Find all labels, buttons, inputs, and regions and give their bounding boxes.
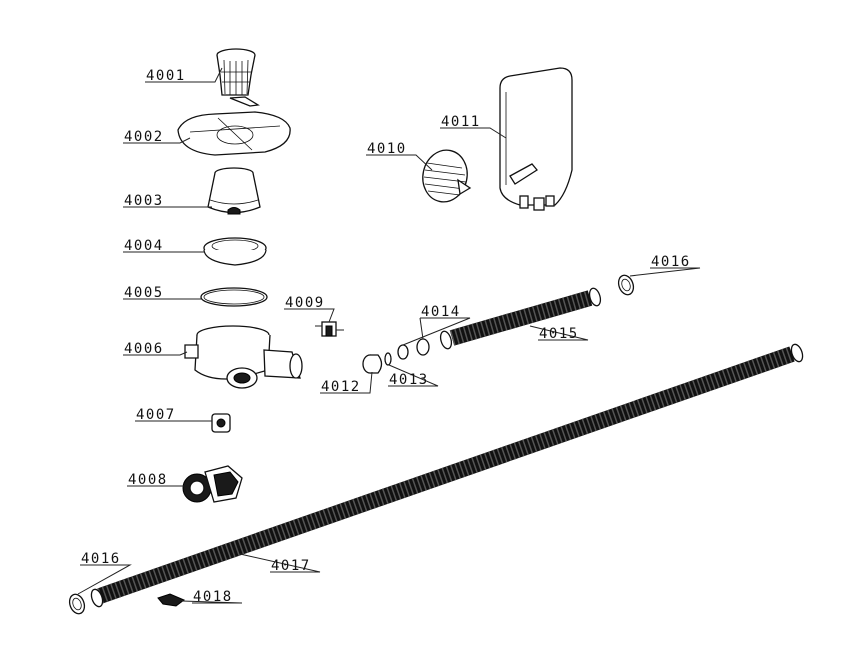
label-4018: 4018 xyxy=(193,589,233,605)
part-4011-tank xyxy=(499,67,573,211)
part-4015-hose xyxy=(439,287,602,350)
label-4013: 4013 xyxy=(389,372,429,388)
label-4009: 4009 xyxy=(285,295,325,311)
part-4005-seal xyxy=(200,287,268,307)
part-4001-filter xyxy=(216,48,260,107)
label-4010: 4010 xyxy=(367,141,407,157)
label-4016-top: 4016 xyxy=(651,254,691,270)
label-4016-bottom: 4016 xyxy=(81,551,121,567)
label-4011: 4011 xyxy=(441,114,481,130)
label-4003: 4003 xyxy=(124,193,164,209)
part-4013-ring xyxy=(384,352,392,366)
label-4001: 4001 xyxy=(146,68,186,84)
part-4009-valve xyxy=(315,321,344,337)
part-4012-sleeve xyxy=(362,354,383,374)
part-4002-tray xyxy=(177,111,291,156)
leader-lines xyxy=(77,67,701,604)
part-4018-clip xyxy=(157,593,185,607)
label-4006: 4006 xyxy=(124,341,164,357)
part-4014-orings xyxy=(397,338,430,360)
label-4017: 4017 xyxy=(271,558,311,574)
label-4014: 4014 xyxy=(421,304,461,320)
label-4002: 4002 xyxy=(124,129,164,145)
part-4003-cone xyxy=(207,167,261,215)
part-4008-pump xyxy=(182,465,243,503)
part-4006-sump xyxy=(184,325,303,389)
part-4016-clamp-top xyxy=(617,274,635,296)
part-4016-clamp-bottom xyxy=(68,593,86,615)
label-4015: 4015 xyxy=(539,326,579,342)
part-4010-grille xyxy=(422,149,472,203)
part-4017-hose xyxy=(90,343,804,608)
part-4007-clip xyxy=(211,413,231,433)
label-4012: 4012 xyxy=(321,379,361,395)
part-4004-ring xyxy=(203,237,267,266)
label-4005: 4005 xyxy=(124,285,164,301)
label-4007: 4007 xyxy=(136,407,176,423)
part-labels: 4001 4002 4003 4004 4005 4006 4007 4008 … xyxy=(81,68,691,605)
label-4004: 4004 xyxy=(124,238,164,254)
label-4008: 4008 xyxy=(128,472,168,488)
